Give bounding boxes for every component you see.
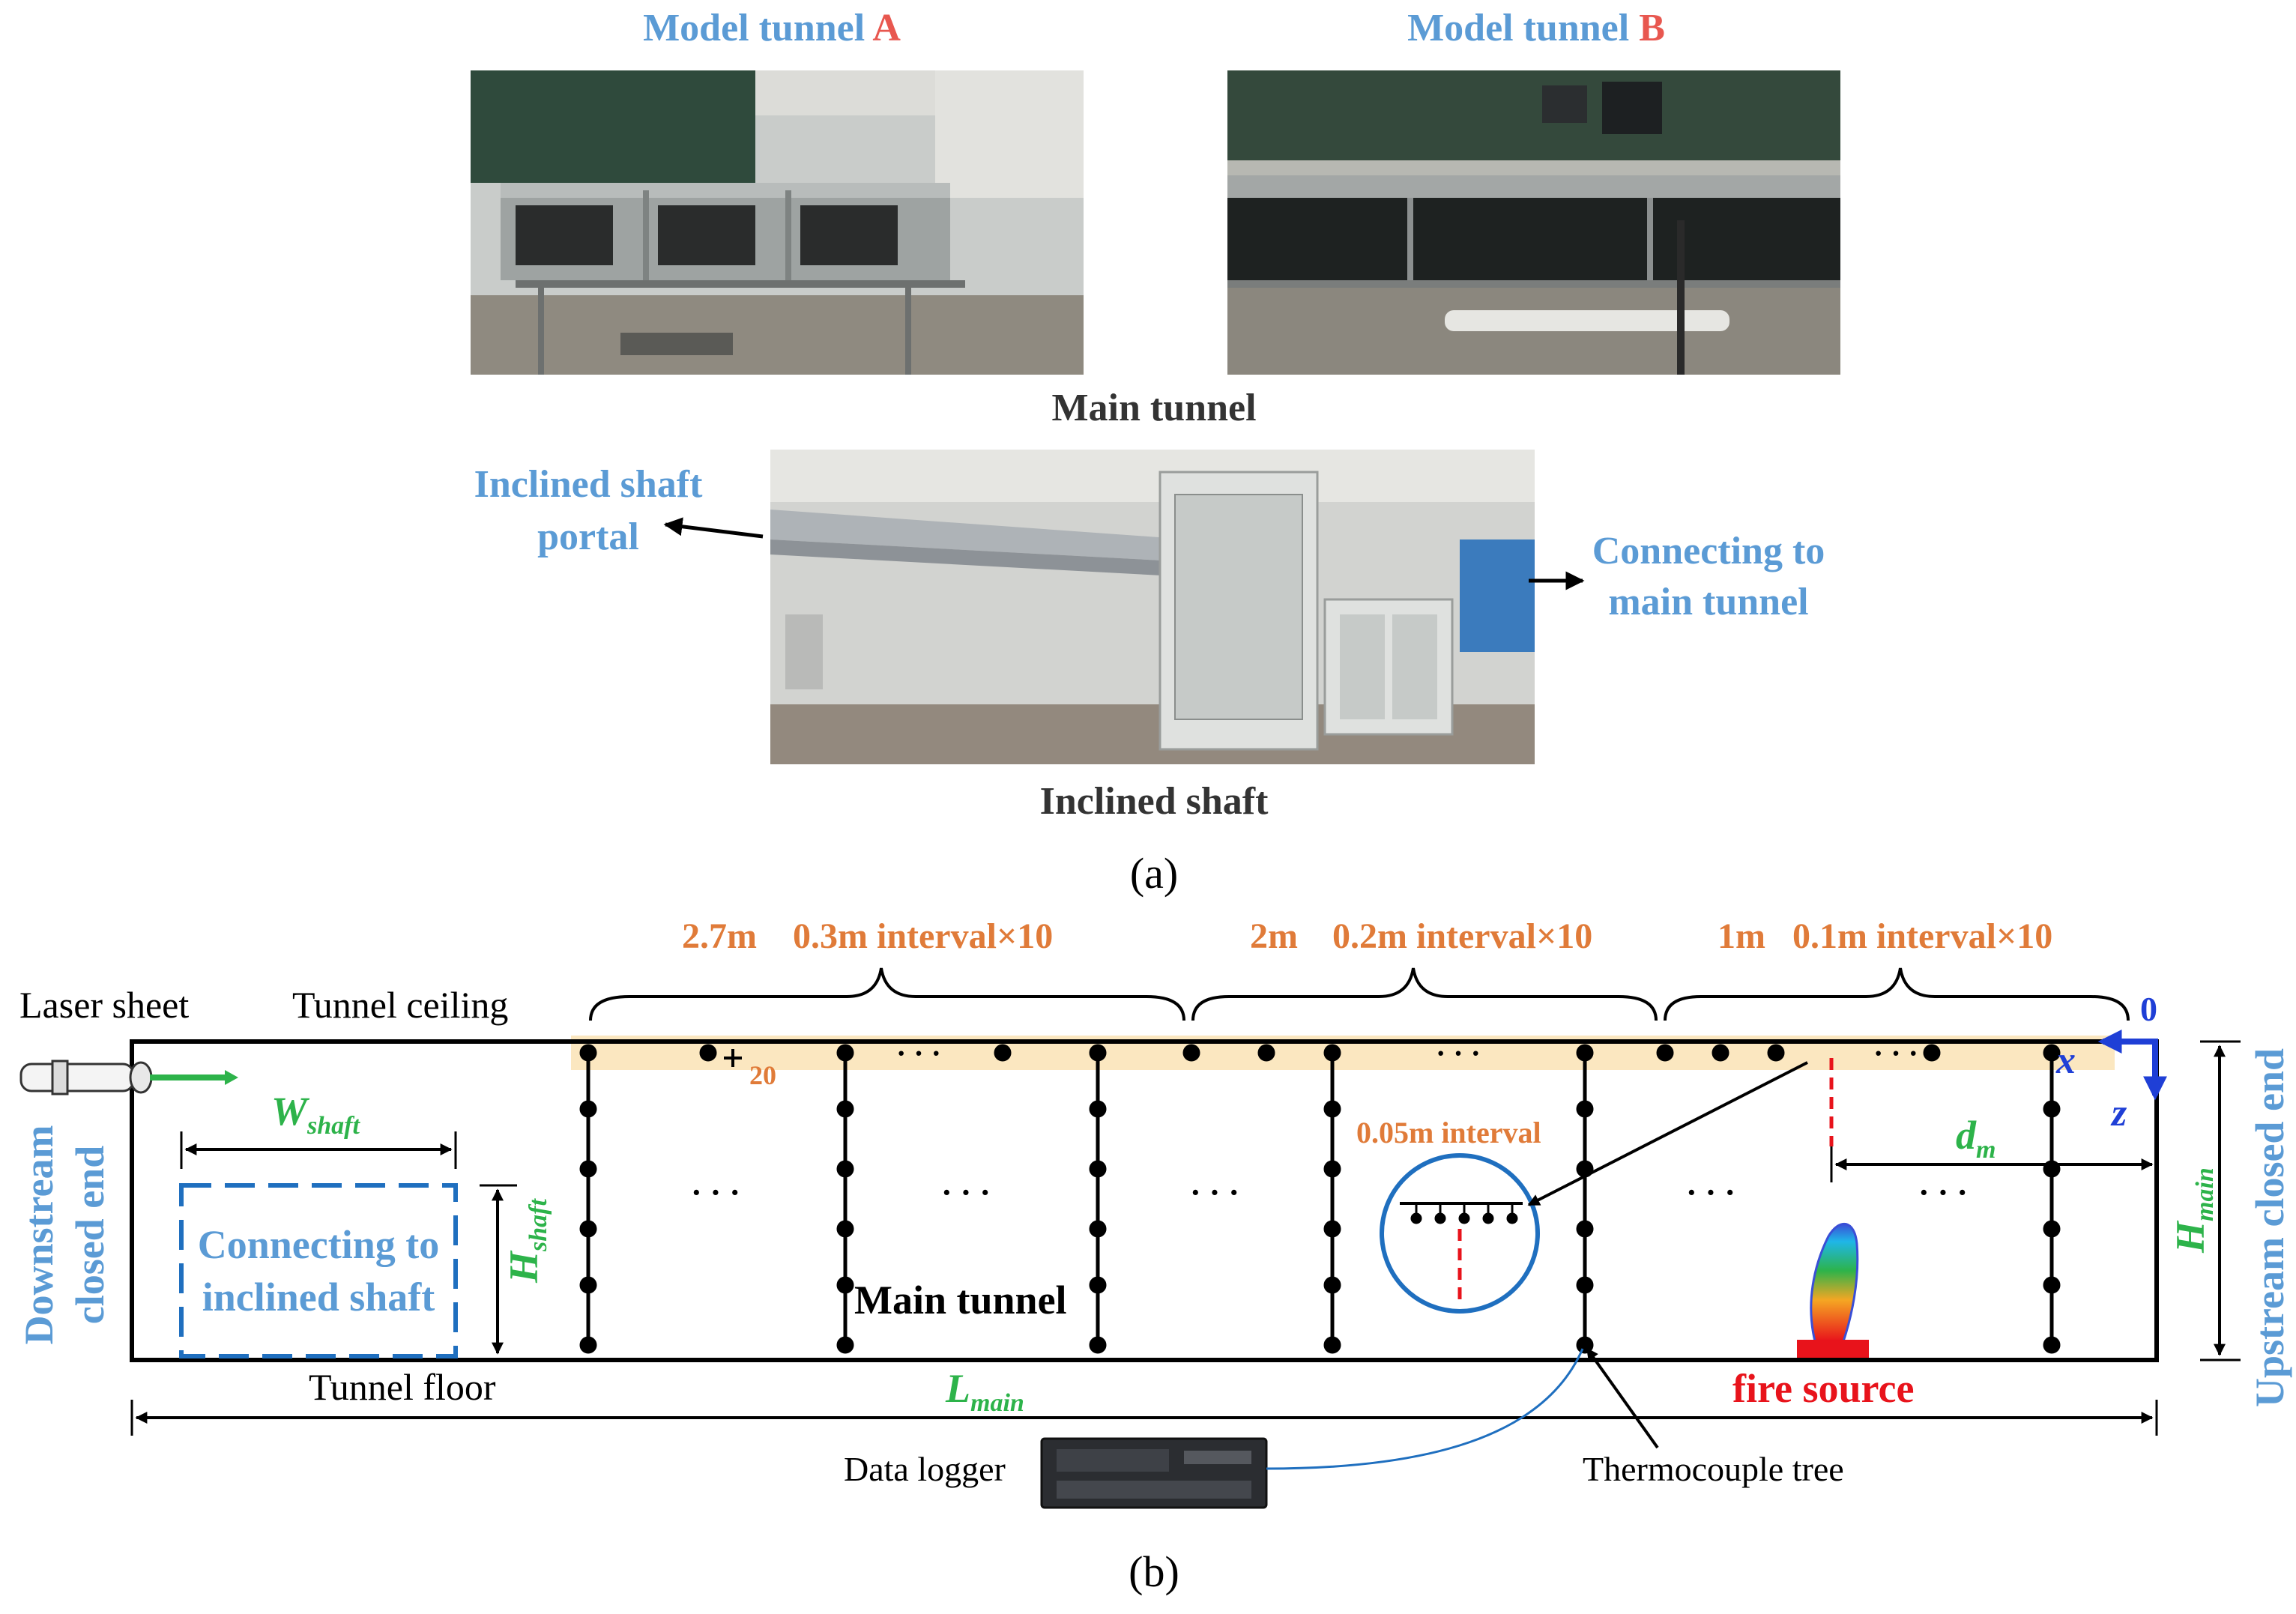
main-tunnel-photo-label: Main tunnel [1051, 387, 1257, 429]
zoom-inset [1380, 1153, 1540, 1314]
brace-group-3 [1664, 967, 2130, 1021]
model-tunnel-a-title: Model tunnel A [643, 7, 901, 49]
photo-model-tunnel-b [1227, 70, 1840, 375]
ellipsis-ceiling-3: · · · [1873, 1036, 1919, 1070]
tunnel-floor-label: Tunnel floor [309, 1366, 496, 1408]
arrow-to-portal [663, 517, 764, 539]
interval-group-1-interval: 0.3m interval×10 [793, 916, 1054, 956]
interval-group-2-length: 2m [1250, 916, 1298, 956]
main-tunnel-outline [130, 1039, 2159, 1362]
inclined-shaft-portal-label: Inclined shaft portal [474, 463, 703, 558]
brace-group-2 [1191, 967, 1658, 1021]
marker-plus [724, 1049, 742, 1067]
laser-device-icon [19, 1060, 238, 1095]
origin-label: 0 [2140, 990, 2157, 1028]
zoom-leader-arrow [1527, 1061, 1808, 1206]
l-main-label: Lmain [946, 1366, 1024, 1417]
h-shaft-label: Hshaft [501, 1199, 552, 1283]
w-shaft-label: Wshaft [271, 1089, 360, 1140]
photo-model-tunnel-a [471, 70, 1084, 375]
data-logger-label: Data logger [844, 1450, 1006, 1488]
inclined-shaft-photo-label: Inclined shaft [1039, 780, 1269, 823]
downstream-closed-end-label: Downstream closed end [16, 1125, 112, 1345]
caption-b: (b) [1129, 1547, 1179, 1596]
interval-group-1-length: 2.7m [682, 916, 757, 956]
thermocouple-trees [579, 1044, 2061, 1354]
dm-label: dm [1956, 1113, 1996, 1164]
logger-cable [1266, 1348, 1584, 1470]
main-tunnel-diagram-label: Main tunnel [854, 1278, 1067, 1323]
fire-source-label: fire source [1732, 1366, 1915, 1411]
axis-z-label: z [2112, 1092, 2127, 1134]
laser-sheet-label: Laser sheet [19, 984, 190, 1026]
ellipsis-ceiling-2: · · · [1436, 1036, 1481, 1070]
interval-group-3-length: 1m [1718, 916, 1765, 956]
connecting-main-tunnel-label: Connecting to main tunnel [1592, 530, 1825, 623]
ellipsis-ceiling-1: · · · [896, 1036, 942, 1070]
model-tunnel-b-title: Model tunnel B [1407, 7, 1665, 49]
fire-source-icon [1797, 1223, 1869, 1358]
ellipsis-2: · · · [941, 1174, 991, 1211]
ellipsis-4: · · · [1686, 1174, 1736, 1211]
axis-x-label: x [2056, 1039, 2076, 1082]
caption-a: (a) [1129, 849, 1179, 898]
panel-a-arrows [663, 517, 1585, 590]
interval-group-3-interval: 0.1m interval×10 [1792, 916, 2053, 956]
ellipsis-1: · · · [691, 1174, 741, 1211]
thermocouple-tree-leader [1586, 1347, 1659, 1449]
photo-inclined-shaft [770, 450, 1535, 764]
tunnel-ceiling-label: Tunnel ceiling [292, 984, 509, 1026]
marker-20-label: 20 [749, 1060, 776, 1090]
interval-group-2-interval: 0.2m interval×10 [1332, 916, 1593, 956]
h-main-label: Hmain [2168, 1167, 2219, 1253]
ellipsis-3: · · · [1190, 1174, 1240, 1211]
connecting-shaft-box [179, 1183, 458, 1358]
upstream-closed-end-label: Upstream closed end [2247, 1048, 2292, 1407]
connecting-shaft-label: Connecting to inclined shaft [197, 1222, 440, 1320]
ellipsis-5: · · · [1918, 1174, 1969, 1211]
data-logger-device-icon [1040, 1437, 1268, 1509]
brace-group-1 [589, 967, 1185, 1021]
interval-005-label: 0.05m interval [1356, 1116, 1541, 1149]
thermocouple-tree-label: Thermocouple tree [1583, 1450, 1844, 1488]
